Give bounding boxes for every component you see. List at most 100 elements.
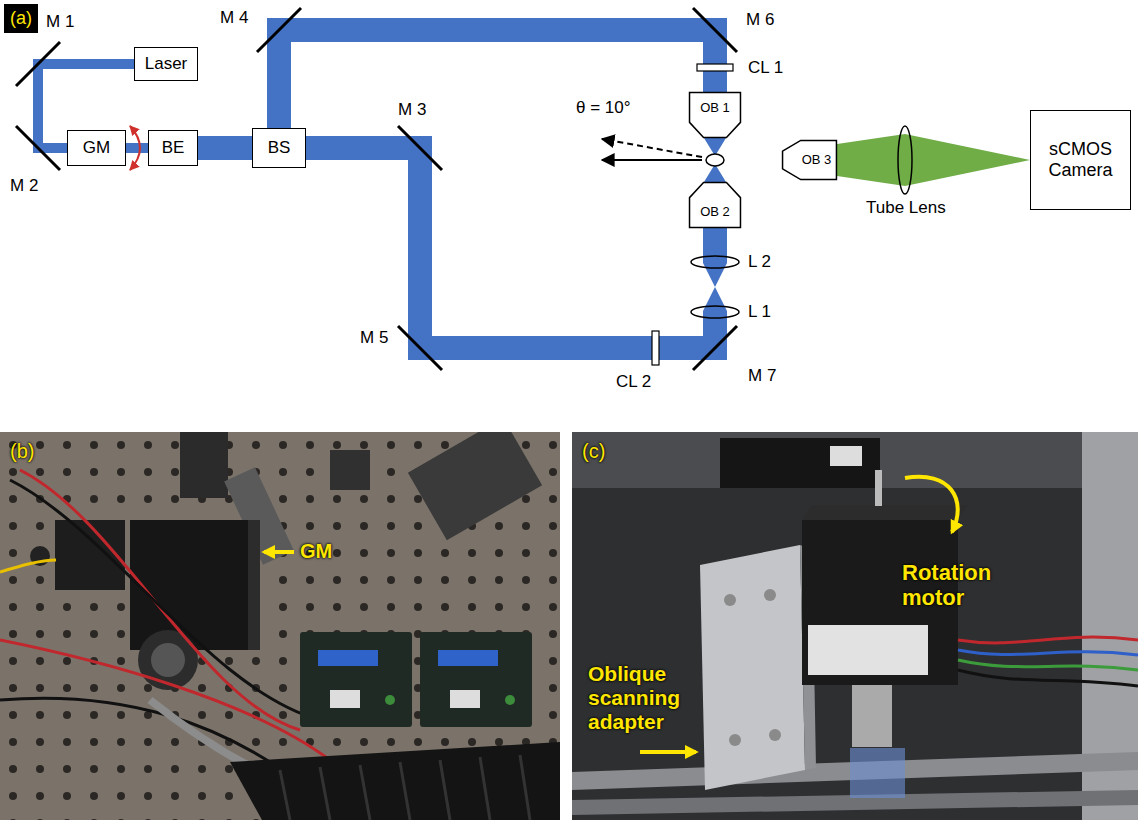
objective-outline [690,92,741,137]
rotation-stage-photo [852,685,892,747]
rotation-stage-photo [764,589,776,601]
galvo-photo [264,550,294,554]
galvo-photo [300,632,412,727]
mirror-label: M 5 [360,328,388,348]
laser-box: Laser [134,47,198,81]
lens-label: Tube Lens [866,198,946,218]
galvo-photo [330,450,370,490]
node-label: Laser [145,54,188,74]
rotation-stage-photo [802,505,968,520]
rotation-stage-photo [729,734,741,746]
galvo-photo [480,757,490,820]
rotation-stage-photo [958,637,1138,643]
light-sheet [704,138,726,182]
node-label: BE [162,138,185,158]
mirror-symbol [16,8,737,370]
galvo-mirror-box: GM [67,130,126,166]
galvo-photo [438,650,498,666]
callout-label: GM [300,540,332,563]
cylindrical-lens [652,331,659,365]
galvo-photo [230,742,560,820]
camera-box: sCMOS Camera [1030,110,1131,210]
rotation-stage-photo [958,670,1138,686]
galvo-photo [0,560,56,572]
relay-lens [691,256,739,268]
callout-label: Rotation motor [902,560,1014,611]
scan-arrow [130,126,140,170]
lens-label: CL 2 [616,372,651,392]
galvo-photo [318,650,378,666]
rotation-stage-photo [808,625,928,675]
rotation-stage-photo [958,660,1138,670]
rotation-stage-photo [875,470,882,506]
objective-outline [783,140,837,179]
objective-outline [689,92,741,138]
galvo-photo [151,643,185,677]
rotation-stage-photo [769,729,781,741]
rotation-stage-photo [640,750,696,754]
rotation-stage-photo [720,438,880,488]
galvo-photo [420,632,532,727]
beam-expander-box: BE [148,130,198,166]
angle-arrow [602,139,702,160]
mirror-symbol [16,42,60,86]
laser-beam [279,30,715,128]
mirror-label: M 1 [46,12,74,32]
rotation-stage-photo [905,477,958,532]
mirror-symbol [693,8,737,52]
objective-lens: OB 1 [689,92,741,138]
beam-focus [701,263,729,311]
angle-arrow [602,159,702,161]
mirror-label: M 3 [398,100,426,120]
panel-label: (a) [4,4,38,33]
galvo-photo [330,690,360,708]
mirror-symbol [257,8,301,52]
angle-label: θ = 10° [576,98,631,118]
mirror-symbol [398,126,442,170]
mirror-symbol [16,126,60,170]
tube-lens [898,126,912,194]
galvo-photo [180,432,228,498]
detection-light-path [837,134,1030,186]
laser-beam [126,143,148,153]
panel-label: (b) [10,440,34,463]
node-label: OB 2 [700,205,730,220]
galvo-photo [385,695,395,705]
mirror-symbol [693,326,737,370]
objective-lens: OB 2 [689,182,741,228]
galvo-photo [408,432,542,540]
node-label: OB 3 [802,153,832,168]
node-label: sCMOS Camera [1040,139,1122,180]
beam-splitter-box: BS [252,128,306,168]
node-label: OB 1 [700,101,730,116]
mirror-label: M 6 [746,10,774,30]
rotation-stage-photo [830,446,862,466]
galvo-photo [440,760,450,820]
galvo-photo [520,755,530,820]
beam-focus [703,287,727,311]
objective-outline [690,182,741,227]
lens-label: CL 1 [748,58,783,78]
galvo-photo [505,695,515,705]
node-label: BS [268,138,291,158]
beam-focus [703,263,727,287]
panel-label: (c) [582,440,605,463]
rotation-stage-photo [700,545,805,790]
beam-focus [701,263,729,311]
rotation-stage-photo [572,432,1138,488]
cylindrical-lens [697,64,733,71]
angle-arrow [602,139,702,157]
galvo-photo [280,770,290,820]
galvo-photo [0,640,330,760]
galvo-photo [320,767,330,820]
objective-lens: OB 3 [782,140,837,180]
mirror-label: M 4 [220,8,248,28]
galvo-photo [400,762,410,820]
relay-lens [691,256,739,318]
galvo-photo [10,480,320,720]
lens-label: L 1 [748,302,771,322]
laser-beam [198,136,252,160]
galvo-photo [360,765,370,820]
